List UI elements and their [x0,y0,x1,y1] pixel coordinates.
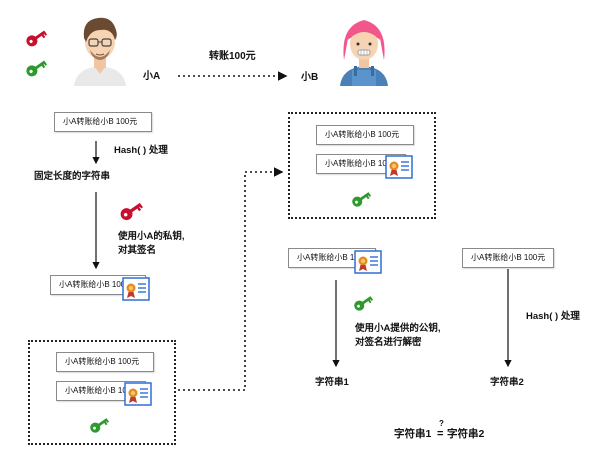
certificate-icon [354,250,382,274]
compare-operator: = [437,428,444,440]
hash-label-left: Hash( ) 处理 [114,145,168,156]
man-avatar [74,17,126,86]
public-key-icon [90,418,110,433]
package-message: 小A转账给小B 100元 [56,352,154,372]
compare-left: 字符串1 [394,428,432,440]
private-key-icon [120,202,143,221]
person-a-name: 小A [143,71,161,82]
string1-label: 字符串1 [315,377,349,388]
send-connector [178,167,284,391]
certificate-icon [385,155,413,179]
public-key-icon [354,296,374,311]
received-package-box [288,112,436,219]
string2-label: 字符串2 [490,377,524,388]
certificate-icon [124,382,152,406]
compare-right: 字符串2 [447,428,485,440]
verify-description-line2: 对签名进行解密 [355,337,422,348]
private-key-icon [26,30,48,47]
original-message: 小A转账给小B 100元 [54,112,152,132]
public-key-icon [26,60,48,77]
compare-question: ? [439,419,444,428]
plain-message-block: 小A转账给小B 100元 [462,248,554,268]
fixed-length-string: 固定长度的字符串 [34,171,111,182]
hash-label-right: Hash( ) 处理 [526,311,580,322]
received-signed-message: 小A转账给小B 100 [316,154,406,174]
received-message: 小A转账给小B 100元 [316,125,414,145]
woman-avatar [340,20,388,86]
person-b-name: 小B [301,72,319,83]
sign-description-line2: 对其签名 [118,245,157,256]
package-signed-message: 小A转账给小B 100 [56,381,146,401]
signed-message: 小A转账给小B 100 [50,275,146,295]
certificate-icon [122,277,150,301]
sent-package-box [28,340,176,445]
public-key-icon [352,192,372,207]
transfer-label: 转账100元 [209,51,256,62]
verify-description-line1: 使用小A提供的公钥, [355,323,441,334]
sign-description-line1: 使用小A的私钥, [118,231,185,242]
